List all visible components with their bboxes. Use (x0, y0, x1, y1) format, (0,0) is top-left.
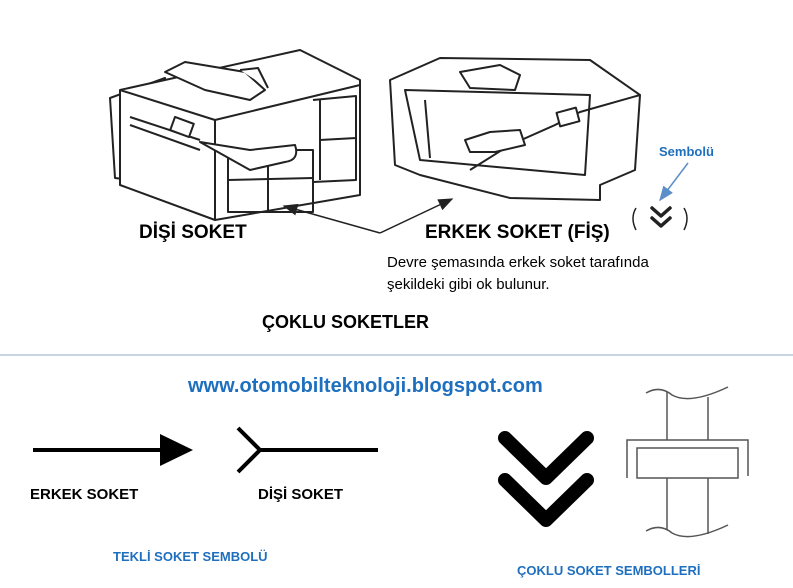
female-connector-illustration (109, 49, 361, 221)
multi-socket-caption: ÇOKLU SOKET SEMBOLLERİ (517, 563, 701, 578)
small-double-chevron-icon (632, 206, 688, 231)
arrow-to-male (379, 198, 454, 234)
male-socket-label: ERKEK SOKET (FİŞ) (425, 222, 610, 243)
male-connector-illustration (389, 57, 641, 201)
female-socket-label: DİŞİ SOKET (139, 222, 247, 243)
arrow-to-female (282, 203, 381, 234)
description-line-2: şekildeki gibi ok bulunur. (387, 276, 550, 293)
callout-arrow (659, 162, 689, 202)
bottom-female-label: DİŞİ SOKET (258, 486, 344, 503)
single-socket-caption: TEKLİ SOKET SEMBOLÜ (113, 549, 268, 564)
male-arrow-symbol (33, 434, 193, 466)
bottom-male-label: ERKEK SOKET (30, 486, 139, 503)
double-chevron-symbol (498, 431, 594, 527)
multi-sockets-title: ÇOKLU SOKETLER (262, 312, 430, 332)
description-line-1: Devre şemasında erkek soket tarafında (387, 254, 649, 271)
symbol-callout: Sembolü (659, 144, 714, 159)
multi-connector-symbol (626, 386, 749, 538)
website-url[interactable]: www.otomobilteknoloji.blogspot.com (188, 375, 543, 397)
female-fork-symbol (236, 426, 378, 474)
